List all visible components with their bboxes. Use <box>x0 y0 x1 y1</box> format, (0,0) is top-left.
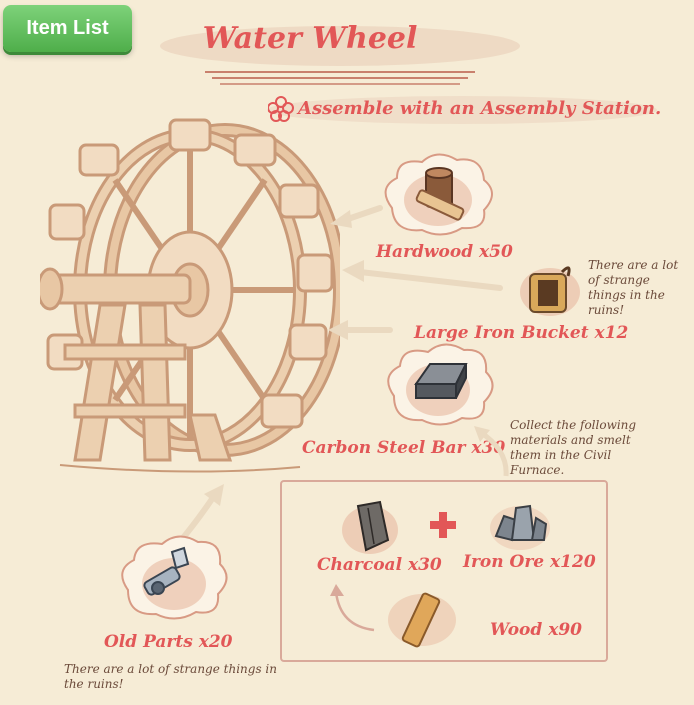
plus-icon <box>430 512 456 538</box>
assembly-subtitle: Assemble with an Assembly Station. <box>298 98 662 119</box>
material-arrows <box>328 205 503 340</box>
water-wheel-illustration <box>40 118 340 473</box>
iron-ore-icon <box>490 504 550 550</box>
wood-label: Wood x90 <box>490 620 582 640</box>
subtitle-brush-stroke <box>267 96 657 124</box>
steel-bar-icon <box>414 363 468 399</box>
hardwood-label: Hardwood x50 <box>376 242 513 262</box>
charcoal-label: Charcoal x30 <box>317 555 442 575</box>
flower-icon <box>268 96 294 122</box>
item-list-button[interactable]: Item List <box>3 5 132 52</box>
carbon-steel-bar-label: Carbon Steel Bar x30 <box>302 438 506 458</box>
old-parts-note: There are a lot of strange things in the… <box>64 662 277 691</box>
wood-icon <box>388 592 456 648</box>
page-title: Water Wheel <box>202 21 418 56</box>
iron-ore-label: Iron Ore x120 <box>463 552 596 572</box>
title-brush-stroke <box>160 26 520 66</box>
large-iron-bucket-label: Large Iron Bucket x12 <box>414 323 629 343</box>
charcoal-icon <box>342 500 398 554</box>
old-parts-icon <box>143 546 190 596</box>
smelt-arrow <box>474 426 509 477</box>
title-underline <box>205 71 475 85</box>
charcoal-arrow <box>330 584 375 632</box>
smelt-note: Collect the following materials and smel… <box>510 418 637 477</box>
hardwood-icon <box>415 167 465 221</box>
old-parts-label: Old Parts x20 <box>104 632 233 652</box>
iron-bucket-icon <box>520 266 580 316</box>
smelt-materials-box <box>280 480 608 662</box>
bucket-note: There are a lot of strange things in the… <box>588 258 679 317</box>
